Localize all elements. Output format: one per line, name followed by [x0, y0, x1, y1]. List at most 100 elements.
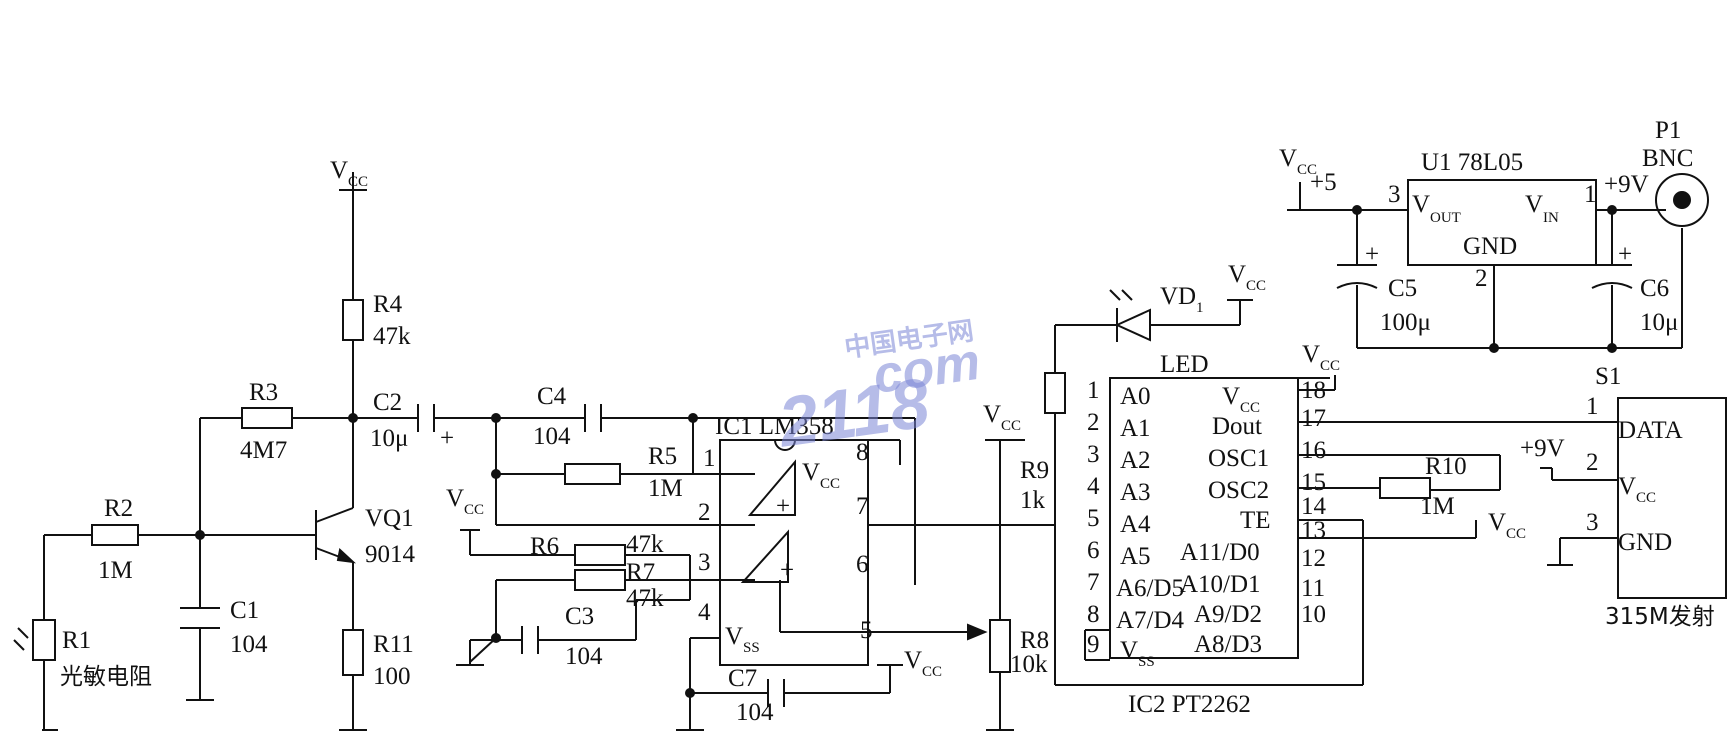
ic2-a8: A8/D3 — [1194, 631, 1262, 658]
junctions — [195, 205, 1617, 698]
ic2-pin5: 5 — [1087, 505, 1100, 532]
r8-label: R8 — [1020, 627, 1049, 654]
s1-vcc-sub: CC — [1636, 490, 1656, 506]
wires — [42, 172, 1683, 731]
ic2-a4: A4 — [1120, 511, 1151, 538]
ic1-vss-sub: SS — [743, 640, 760, 656]
r1-label: R1 — [62, 627, 91, 654]
vcc-label: V — [983, 401, 1001, 428]
components — [13, 173, 1727, 707]
vd-sub: 1 — [1196, 300, 1204, 316]
c2-value: 10μ — [370, 425, 408, 452]
r7-label: R7 — [626, 559, 655, 586]
r6-value: 47k — [626, 531, 664, 558]
u1-vin-sub: IN — [1543, 210, 1559, 226]
vd-label: VD — [1160, 283, 1196, 310]
ic2-pin16: 16 — [1301, 437, 1326, 464]
ic1-pin5: 5 — [860, 617, 873, 644]
ic1-pin8: 8 — [856, 439, 869, 466]
ic1-pin3: 3 — [698, 549, 711, 576]
bnc-label: BNC — [1642, 145, 1693, 172]
c5-value: 100μ — [1380, 309, 1431, 336]
ic1-pin7: 7 — [856, 493, 869, 520]
r8-value: 10k — [1010, 651, 1048, 678]
ic2-a6: A6/D5 — [1116, 575, 1184, 602]
ic2-pin12: 12 — [1301, 545, 1326, 572]
c7-value: 104 — [736, 699, 774, 726]
ic1-vss: V — [725, 623, 743, 650]
r4-value: 47k — [373, 323, 411, 350]
r10-value: 1M — [1420, 493, 1455, 520]
u1-pin3: 3 — [1388, 181, 1401, 208]
vcc-sub: CC — [1506, 526, 1526, 542]
ic2-vcc: V — [1222, 383, 1240, 410]
r11-value: 100 — [373, 663, 411, 690]
u1-pin1: 1 — [1584, 181, 1597, 208]
ic2-a11: A11/D0 — [1180, 539, 1260, 566]
ic2-a10: A10/D1 — [1180, 571, 1261, 598]
s1-pin1: 1 — [1586, 393, 1599, 420]
u1-vin: V — [1525, 191, 1543, 218]
r6-label: R6 — [530, 533, 559, 560]
vcc-label: V — [1279, 145, 1297, 172]
ic1-pin4: 4 — [698, 599, 711, 626]
opamp-plus: + — [776, 493, 790, 520]
c2-plus: + — [440, 425, 454, 452]
r5-value: 1M — [648, 475, 683, 502]
s1-data: DATA — [1618, 417, 1683, 444]
s1-pin2: 2 — [1586, 449, 1599, 476]
vcc-label: V — [904, 647, 922, 674]
ic2-vss: V — [1120, 637, 1138, 664]
vcc-label: V — [1228, 261, 1246, 288]
r10-label: R10 — [1425, 453, 1467, 480]
ic2-vcc-sub: CC — [1240, 400, 1260, 416]
ic2-pin6: 6 — [1087, 537, 1100, 564]
ic2-osc2: OSC2 — [1208, 477, 1269, 504]
c5-plus: + — [1365, 241, 1379, 268]
ic1-pin2: 2 — [698, 499, 711, 526]
ic1-label: IC1 LM358 — [715, 413, 834, 440]
r11-label: R11 — [373, 631, 414, 658]
ic2-pin18: 18 — [1301, 377, 1326, 404]
r9-value: 1k — [1020, 487, 1046, 514]
s1-vcc: V — [1618, 473, 1636, 500]
r2-label: R2 — [104, 495, 133, 522]
ic2-a3: A3 — [1120, 479, 1151, 506]
ic2-pin17: 17 — [1301, 405, 1326, 432]
plus5-label: +5 — [1310, 169, 1337, 196]
ic2-pin2: 2 — [1087, 409, 1100, 436]
ic1-pin6: 6 — [856, 551, 869, 578]
labels: V CC V CC V CC V CC V CC V CC V CC V CC … — [60, 117, 1715, 726]
watermark: 中国电子网 2118 com — [772, 315, 984, 462]
s1-label: S1 — [1595, 363, 1621, 390]
vcc-sub: CC — [464, 502, 484, 518]
tx-label: 315M发射 — [1605, 604, 1715, 630]
s1-9v: +9V — [1520, 435, 1565, 462]
ic2-te: TE — [1240, 507, 1271, 534]
ic2-pin4: 4 — [1087, 473, 1100, 500]
s1-gnd: GND — [1618, 529, 1672, 556]
ic1-vcc-sub: CC — [820, 476, 840, 492]
opamp-plus: + — [780, 557, 794, 584]
led-label: LED — [1160, 351, 1209, 378]
c3-value: 104 — [565, 643, 603, 670]
vcc-sub: CC — [922, 664, 942, 680]
ic2-label: IC2 PT2262 — [1128, 691, 1251, 718]
vcc-label: V — [330, 157, 348, 184]
ic1-pin1: 1 — [703, 445, 716, 472]
ic2-pin7: 7 — [1087, 569, 1100, 596]
vcc-label: V — [446, 485, 464, 512]
u1-label: U1 78L05 — [1421, 149, 1523, 176]
vcc-sub: CC — [348, 174, 368, 190]
u1-vout-sub: OUT — [1430, 210, 1461, 226]
c3-label: C3 — [565, 603, 594, 630]
c1-label: C1 — [230, 597, 259, 624]
c1-value: 104 — [230, 631, 268, 658]
ic2-a0: A0 — [1120, 383, 1151, 410]
ic2-pin3: 3 — [1087, 441, 1100, 468]
vcc-sub: CC — [1001, 418, 1021, 434]
ic2-pin15: 15 — [1301, 469, 1326, 496]
u1-gnd: GND — [1463, 233, 1517, 260]
ic2-pin8: 8 — [1087, 601, 1100, 628]
ic2-pin1: 1 — [1087, 377, 1100, 404]
